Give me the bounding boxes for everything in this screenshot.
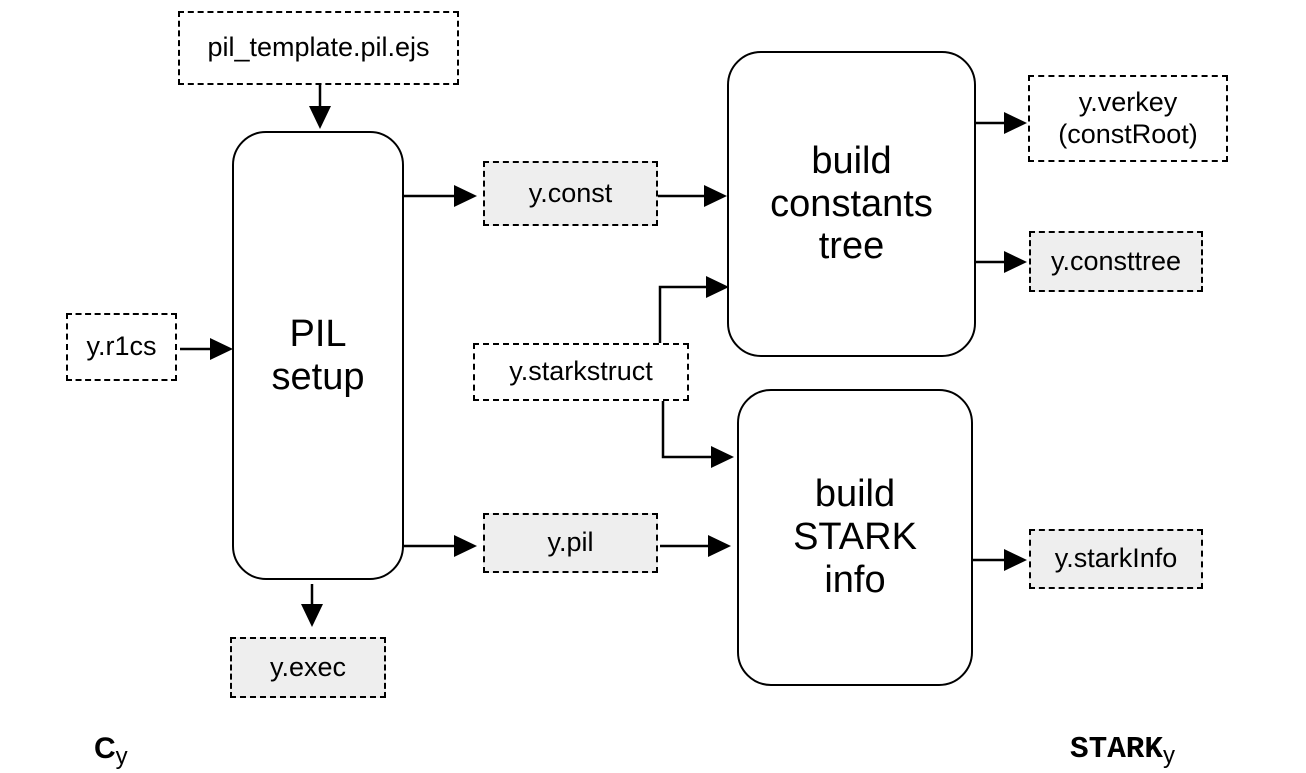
arrowhead-icon [1004,549,1027,571]
arrowhead-icon [301,604,323,627]
caption-main: C [94,732,116,765]
caption-subscript: y [1163,742,1176,769]
artifact-const: y.const [483,161,658,226]
artifact-exec: y.exec [230,637,386,698]
process-label: build STARK info [793,473,917,601]
artifact-pil: y.pil [483,513,658,573]
artifact-r1cs: y.r1cs [66,313,177,381]
arrowhead-icon [210,338,233,360]
arrowhead-icon [1004,112,1027,134]
arrowhead-icon [454,535,477,557]
artifact-label: y.starkstruct [509,356,653,387]
arrowhead-icon [706,276,729,298]
caption-subscript: y [115,743,128,770]
artifact-label: pil_template.pil.ejs [207,32,430,63]
artifact-consttree: y.consttree [1029,231,1203,292]
arrowhead-icon [708,535,731,557]
process-label: PIL setup [271,312,365,398]
caption-stark: STARKy [1070,731,1175,770]
arrowhead-icon [309,106,331,129]
artifact-label: y.r1cs [86,331,157,362]
arrowhead-icon [711,446,734,468]
artifact-label: y.verkey (constRoot) [1058,87,1198,149]
arrow-starkstruct-to-build-constants [658,285,708,343]
artifact-starkinfo: y.starkInfo [1029,529,1203,589]
artifact-label: y.exec [269,651,347,682]
arrowhead-icon [704,185,727,207]
process-label: build constants tree [770,139,933,268]
process-build-constants-tree: build constants tree [727,51,976,357]
arrowhead-icon [1004,251,1027,273]
artifact-label: y.const [528,177,613,208]
artifact-verkey: y.verkey (constRoot) [1028,75,1228,162]
arrowhead-icon [454,185,477,207]
artifact-label: y.pil [547,527,594,558]
process-build-stark-info: build STARK info [737,389,973,686]
artifact-pil-template: pil_template.pil.ejs [178,11,459,85]
caption-circuit: Cy [94,732,128,771]
artifact-starkstruct: y.starkstruct [473,343,689,401]
artifact-label: y.starkInfo [1054,543,1178,574]
arrow-starkstruct-to-build-stark-info [661,401,714,459]
process-pil-setup: PIL setup [232,131,404,580]
caption-main: STARK [1070,732,1164,767]
artifact-label: y.consttree [1050,245,1182,276]
